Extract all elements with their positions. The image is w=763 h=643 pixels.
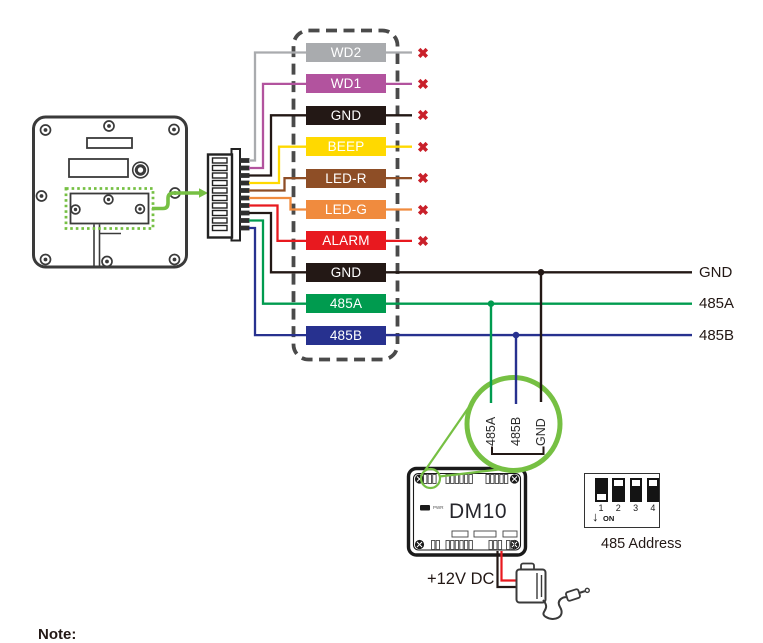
magnifier-source xyxy=(419,390,504,490)
wire-gnd xyxy=(249,114,306,177)
device-window xyxy=(68,158,129,178)
terminal-box-led-g: LED-G xyxy=(306,200,386,219)
wires xyxy=(249,51,306,337)
magnifier-label-485a: 485A xyxy=(483,416,498,446)
note-heading: Note: xyxy=(38,626,77,643)
bus-lines xyxy=(385,271,692,337)
dm10-module xyxy=(406,466,528,557)
arrow-to-connector-icon xyxy=(152,188,208,211)
dip-on-label: ON xyxy=(603,514,615,523)
wire-wd1 xyxy=(249,82,306,170)
power-wire-black xyxy=(496,551,516,589)
wire-crimps xyxy=(240,158,250,231)
dip-switch-3[interactable] xyxy=(629,478,643,502)
module-name: DM10 xyxy=(449,500,508,523)
dip-number-4: 4 xyxy=(650,503,656,513)
junction-dots xyxy=(487,269,545,339)
terminal-box-alarm: ALARM xyxy=(306,231,386,251)
device-slot xyxy=(86,137,133,149)
wire-wd2 xyxy=(249,51,306,162)
power-wires xyxy=(496,551,516,589)
magnifier-label-485b: 485B xyxy=(508,416,523,446)
terminal-box-485b: 485B xyxy=(306,325,386,345)
dm10-bottom-terminals xyxy=(431,530,518,550)
unused-stubs xyxy=(386,51,412,243)
cable-channel xyxy=(93,224,121,267)
adapter-cable xyxy=(542,596,570,620)
bus-label-485b: 485B xyxy=(699,326,735,344)
terminal-group-outline xyxy=(291,28,400,362)
wire-alarm xyxy=(249,204,306,243)
dip-number-2: 2 xyxy=(615,503,621,513)
dip-switch-1[interactable] xyxy=(595,478,608,502)
dip-on-arrow-icon: ↓ xyxy=(592,509,599,524)
screws xyxy=(35,120,181,268)
x-mark-icon: ✖ xyxy=(417,170,429,187)
x-mark-icon: ✖ xyxy=(417,75,429,92)
pwr-led xyxy=(420,505,430,511)
bus-label-485a: 485A xyxy=(699,295,735,313)
dip-caption: 485 Address xyxy=(601,536,682,552)
wire-485b xyxy=(249,226,306,337)
pwr-led-label: PWR xyxy=(433,505,444,510)
wire-beep xyxy=(249,145,306,185)
terminal-box-led-r: LED-R xyxy=(306,168,386,188)
drop-lines xyxy=(489,272,543,404)
power-adapter xyxy=(515,562,590,620)
wire-led-g xyxy=(249,196,306,211)
x-mark-icon: ✖ xyxy=(417,44,429,61)
dip-switch-2[interactable] xyxy=(612,478,625,502)
x-mark-icon: ✖ xyxy=(417,138,429,155)
wire-connector xyxy=(206,148,250,242)
x-mark-icon: ✖ xyxy=(417,201,429,218)
dip-switch-4[interactable] xyxy=(646,478,660,502)
terminal-box-485a: 485A xyxy=(306,294,386,314)
terminal-box-gnd: GND xyxy=(306,105,386,125)
bus-label-gnd: GND xyxy=(699,264,733,281)
terminal-box-wd2: WD2 xyxy=(306,43,386,62)
dip-number-3: 3 xyxy=(633,503,639,513)
device-back-panel xyxy=(32,115,188,269)
wire-led-r xyxy=(249,176,306,192)
x-mark-icon: ✖ xyxy=(417,107,429,124)
x-mark-icon: ✖ xyxy=(417,232,429,249)
power-wire-red xyxy=(500,551,516,582)
magnifier-label-gnd: GND xyxy=(533,418,548,446)
terminal-box-beep: BEEP xyxy=(306,137,386,157)
wire-gnd2 xyxy=(249,211,306,274)
dm10-top-terminals xyxy=(423,474,509,484)
terminal-box-wd1: WD1 xyxy=(306,74,386,94)
terminal-box-gnd2: GND xyxy=(306,262,386,282)
adapter-plug xyxy=(565,587,590,602)
wire-485a xyxy=(249,219,306,305)
terminal-bracket xyxy=(491,446,545,455)
power-supply-label: +12V DC xyxy=(427,570,495,588)
dip-number-1: 1 xyxy=(598,503,604,513)
